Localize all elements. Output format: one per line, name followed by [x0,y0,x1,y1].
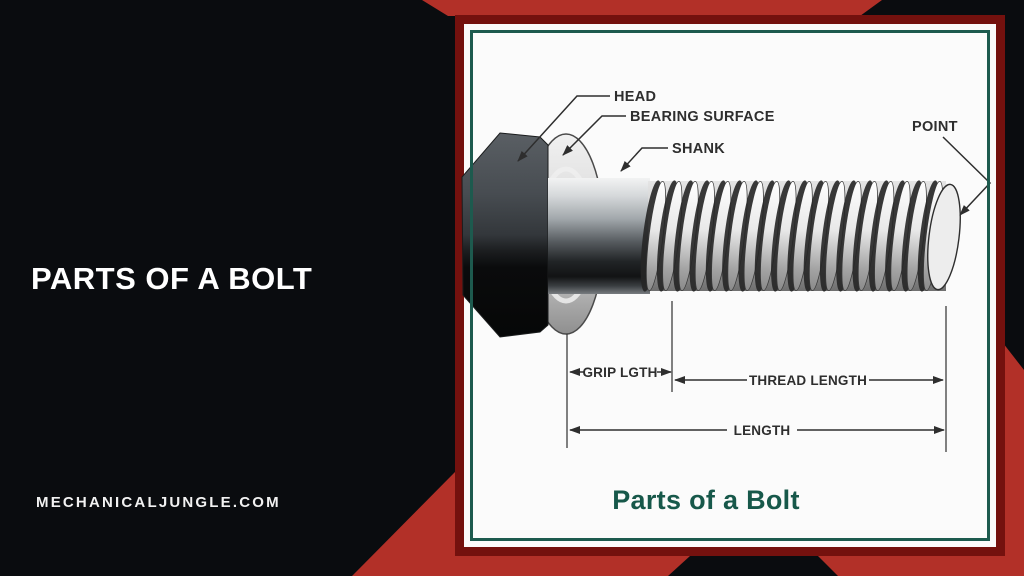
diagram-panel: HEAD BEARING SURFACE SHANK POINT GRIP LG… [455,15,1005,556]
leader-shank [620,147,668,172]
label-point: POINT [912,119,958,135]
label-head: HEAD [614,89,656,105]
black-notch-bottom [668,556,838,576]
label-bearing-surface: BEARING SURFACE [630,109,775,125]
dimension-lines: GRIP LGTH THREAD LENGTH LENGTH [566,301,947,452]
part-labels: HEAD BEARING SURFACE SHANK POINT [517,89,992,216]
threads [640,180,944,292]
leader-bearing-surface [562,115,626,156]
dim-thread-length: THREAD LENGTH [749,373,867,388]
leader-head [517,95,610,162]
point-face [927,183,961,291]
leader-point [942,136,992,216]
hex-head [461,132,549,338]
diagram-caption: Parts of a Bolt [612,485,800,515]
site-url: MECHANICALJUNGLE.COM [36,494,281,511]
label-shank: SHANK [672,141,725,157]
smooth-shank [548,178,650,294]
bolt-diagram: HEAD BEARING SURFACE SHANK POINT GRIP LG… [461,89,992,452]
dim-grip-length: GRIP LGTH [582,365,657,380]
red-ribbon-right [1003,343,1024,576]
dim-length: LENGTH [734,423,791,438]
red-ribbon-left [352,472,455,576]
red-ribbon-top [422,0,882,16]
bolt-illustration [461,132,961,338]
page-title: PARTS OF A BOLT [31,261,313,296]
